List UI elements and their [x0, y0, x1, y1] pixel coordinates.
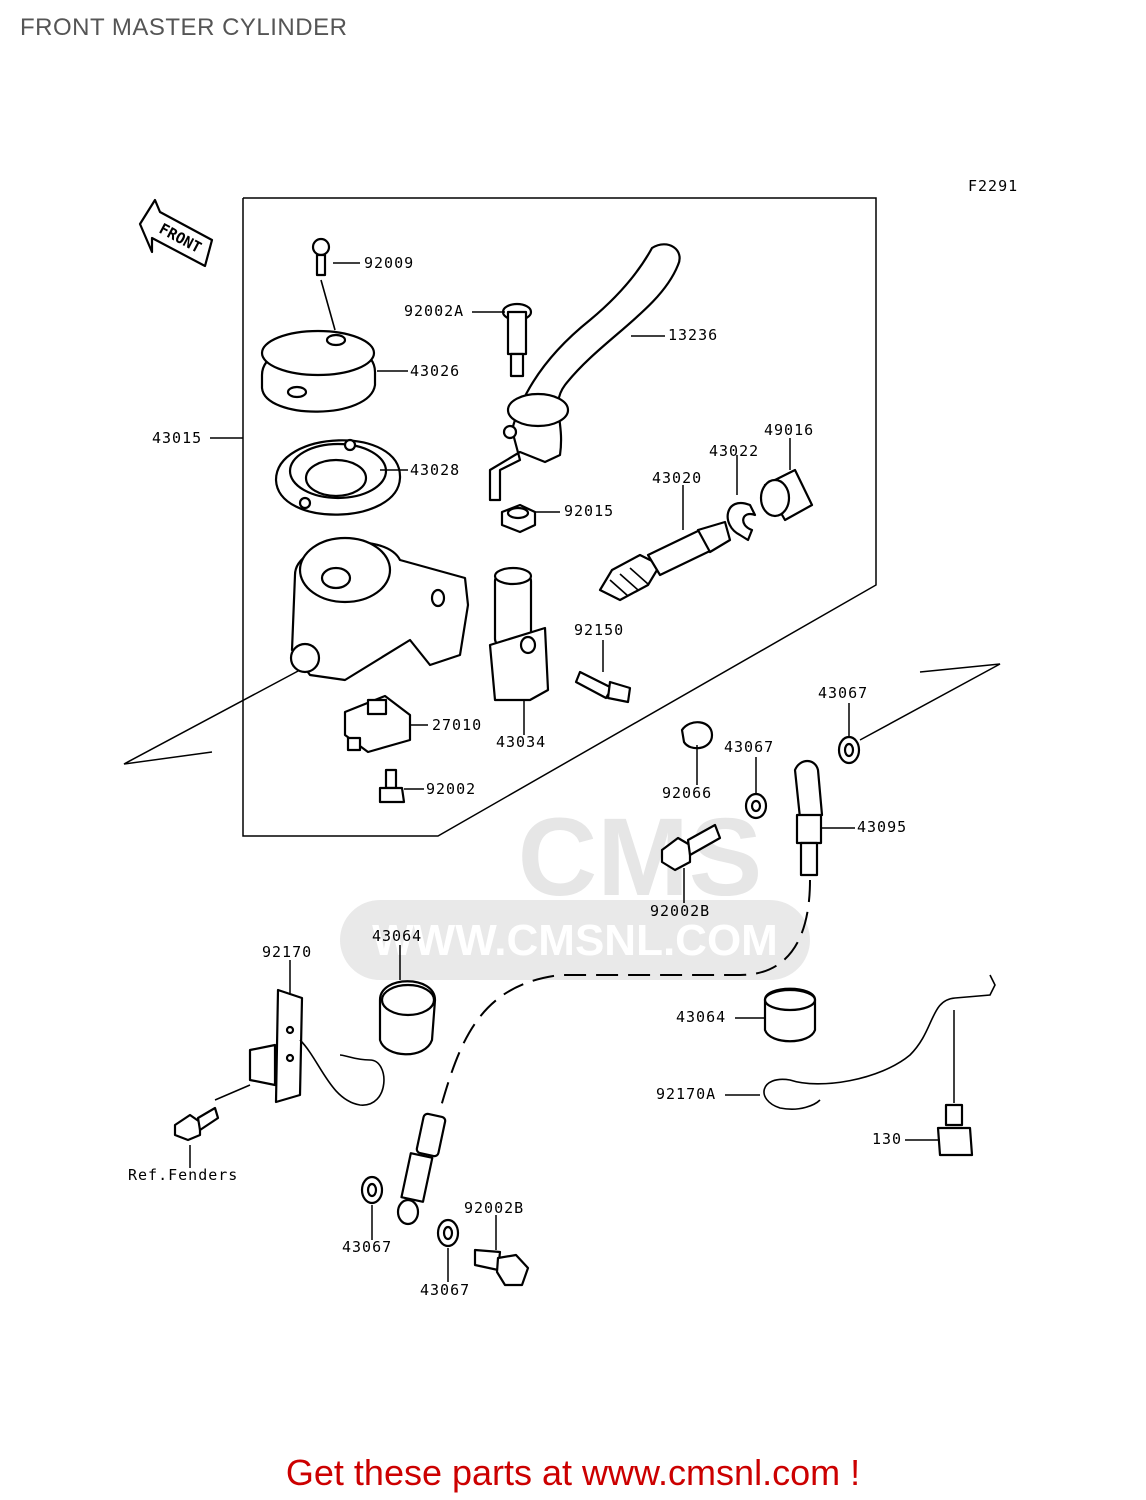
label-43022: 43022 — [709, 442, 759, 460]
boot-49016 — [759, 468, 814, 522]
bolt-130 — [936, 1103, 974, 1157]
washer-43067-mid — [744, 792, 768, 820]
watermark-brand: CMS — [518, 796, 762, 919]
washer-43067-lower-left — [360, 1175, 384, 1205]
label-43067-b: 43067 — [724, 738, 774, 756]
brake-hose — [439, 879, 811, 1111]
figure-code: F2291 — [968, 177, 1018, 195]
reservoir-cap-43026 — [260, 329, 377, 413]
hose-fitting-43095 — [793, 759, 824, 877]
switch-27010 — [343, 694, 412, 754]
hose-end-lower — [396, 1112, 447, 1226]
label-92150: 92150 — [574, 621, 624, 639]
banjo-bolt-92002B-upper — [660, 823, 722, 872]
label-92170A: 92170A — [656, 1085, 716, 1103]
label-43015: 43015 — [152, 429, 202, 447]
footer-link-text[interactable]: Get these parts at www.cmsnl.com ! — [285, 1452, 861, 1493]
washer-43067-upper — [837, 735, 861, 765]
cap-92066 — [680, 721, 714, 750]
cut-line-left — [123, 669, 301, 765]
grommet-43064-left — [378, 980, 437, 1056]
label-43026: 43026 — [410, 362, 460, 380]
front-arrow-icon: FRONT — [138, 198, 214, 268]
brake-lever-13236 — [488, 243, 681, 502]
label-43067-d: 43067 — [420, 1281, 470, 1299]
label-43028: 43028 — [410, 461, 460, 479]
label-43064-b: 43064 — [676, 1008, 726, 1026]
screw-92002 — [378, 768, 406, 804]
leader-lines — [189, 311, 955, 1282]
master-cylinder-body — [289, 536, 470, 682]
bracket-92170 — [248, 988, 385, 1106]
washer-43067-lower-right — [436, 1218, 460, 1248]
piston-43020 — [598, 520, 732, 602]
label-92066: 92066 — [662, 784, 712, 802]
watermark: CMS WWW.CMSNL.COM — [340, 796, 810, 980]
label-13236: 13236 — [668, 326, 718, 344]
screw-92009 — [311, 237, 360, 331]
bolt-ref-fenders — [173, 1106, 220, 1142]
page-title: FRONT MASTER CYLINDER — [20, 14, 348, 41]
label-27010: 27010 — [432, 716, 482, 734]
part-labels: 92009 92002A 13236 43026 43015 43028 490… — [128, 254, 907, 1299]
label-92002B-a: 92002B — [650, 902, 710, 920]
cut-line-right — [859, 663, 1001, 741]
label-92009: 92009 — [364, 254, 414, 272]
label-49016: 49016 — [764, 421, 814, 439]
label-43020: 43020 — [652, 469, 702, 487]
circlip-43022 — [726, 501, 757, 542]
banjo-bolt-92002B-lower — [473, 1248, 530, 1287]
label-43034: 43034 — [496, 733, 546, 751]
label-130: 130 — [872, 1130, 902, 1148]
assembly-outline — [242, 197, 877, 837]
label-92015: 92015 — [564, 502, 614, 520]
label-43067-c: 43067 — [342, 1238, 392, 1256]
label-ref-fenders: Ref.Fenders — [128, 1166, 238, 1184]
watermark-url: WWW.CMSNL.COM — [372, 916, 778, 965]
diaphragm-43028 — [274, 438, 402, 516]
grommet-43064-right — [763, 987, 817, 1043]
clamp-43034 — [488, 566, 550, 702]
nut-92015 — [500, 503, 537, 534]
label-43067-a: 43067 — [818, 684, 868, 702]
clamp-92170A — [763, 974, 996, 1110]
pivot-bolt-92002A — [501, 302, 533, 378]
screw-92150 — [574, 670, 632, 704]
label-92002A: 92002A — [404, 302, 464, 320]
label-92002: 92002 — [426, 780, 476, 798]
label-92002B-b: 92002B — [464, 1199, 524, 1217]
label-43095: 43095 — [857, 818, 907, 836]
label-92170: 92170 — [262, 943, 312, 961]
label-43064-a: 43064 — [372, 927, 422, 945]
